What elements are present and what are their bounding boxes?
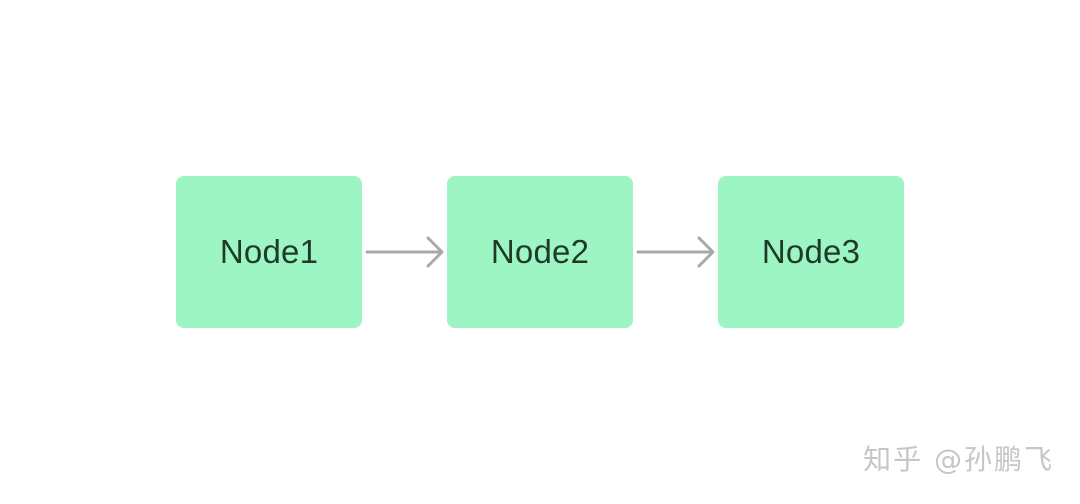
node-1-label: Node1 [219, 233, 319, 270]
node-3-label: Node3 [761, 233, 861, 270]
node-1: Node1 [176, 176, 362, 328]
arrow-node1-to-node2 [365, 236, 444, 268]
arrow-node2-to-node3 [636, 236, 715, 268]
node-2: Node2 [447, 176, 633, 328]
node-2-label: Node2 [490, 233, 590, 270]
zhihu-watermark: 知乎 @孙鹏飞 [863, 443, 1054, 476]
node-3: Node3 [718, 176, 904, 328]
